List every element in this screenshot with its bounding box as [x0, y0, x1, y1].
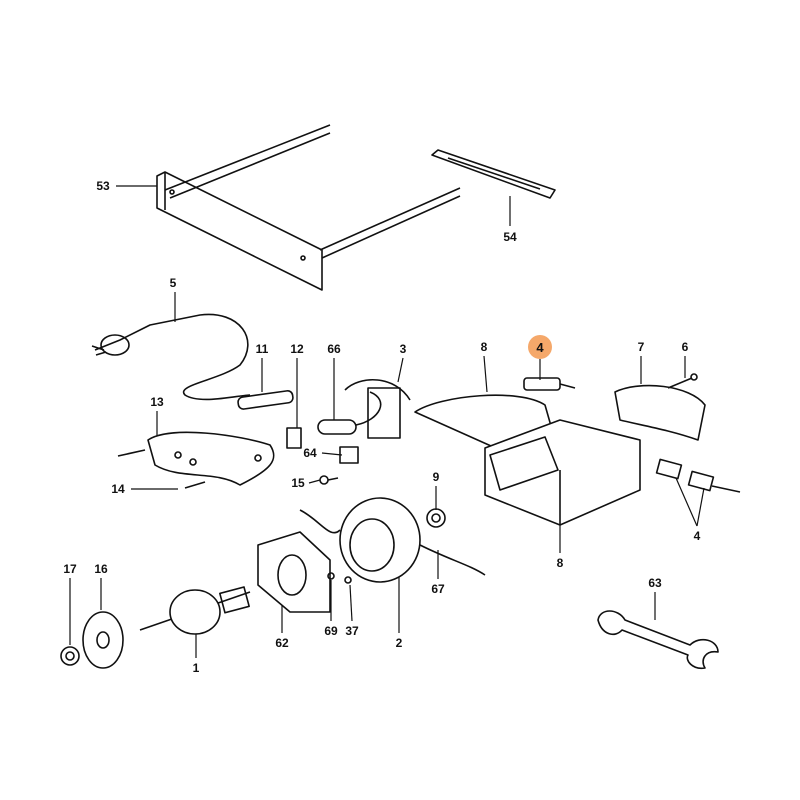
label-63[interactable]: 63: [648, 576, 662, 590]
part-1-armature: [139, 586, 251, 635]
part-54-guide: [431, 149, 556, 199]
label-1[interactable]: 1: [192, 661, 200, 675]
part-2-stator: [299, 497, 486, 583]
label-14[interactable]: 14: [111, 482, 125, 496]
part-13-housing-half: [117, 431, 275, 489]
label-54[interactable]: 54: [503, 230, 517, 244]
label-6[interactable]: 6: [681, 340, 689, 354]
part-62-fan-baffle: [257, 531, 331, 613]
part-53-fence: [156, 124, 461, 291]
label-11[interactable]: 11: [255, 342, 269, 356]
label-66[interactable]: 66: [327, 342, 341, 356]
label-5[interactable]: 5: [169, 276, 177, 290]
part-17-bearing: [60, 646, 80, 666]
label-17[interactable]: 17: [63, 562, 77, 576]
label-4-highlighted[interactable]: 4: [528, 335, 552, 359]
part-63-wrench: [597, 610, 719, 670]
part-4-carbon-brush: [523, 377, 576, 391]
part-5-cord: [91, 313, 251, 401]
label-4-bottom[interactable]: 4: [693, 529, 701, 543]
leader-lines: [69, 185, 705, 658]
label-9[interactable]: 9: [432, 470, 440, 484]
label-64[interactable]: 64: [303, 446, 317, 460]
label-62[interactable]: 62: [275, 636, 289, 650]
label-53[interactable]: 53: [96, 179, 110, 193]
label-37[interactable]: 37: [345, 624, 359, 638]
label-8-bottom[interactable]: 8: [556, 556, 564, 570]
label-2[interactable]: 2: [395, 636, 403, 650]
part-3-switch: [344, 379, 411, 439]
part-8-motor-housing: [414, 394, 641, 526]
label-13[interactable]: 13: [150, 395, 164, 409]
part-66-capacitor: [317, 391, 382, 435]
part-69-37-washers: [327, 572, 352, 584]
part-6-screw: [667, 373, 698, 389]
label-69[interactable]: 69: [324, 624, 338, 638]
label-7[interactable]: 7: [637, 340, 645, 354]
label-12[interactable]: 12: [290, 342, 304, 356]
part-16-fan: [82, 611, 124, 669]
part-11-12-cable-guard: [237, 390, 302, 449]
part-7-cover: [614, 384, 706, 441]
label-3[interactable]: 3: [399, 342, 407, 356]
part-4-brush-pair: [655, 458, 741, 493]
label-16[interactable]: 16: [94, 562, 108, 576]
label-8-top[interactable]: 8: [480, 340, 488, 354]
part-64-clamp: [339, 446, 359, 464]
part-9-bearing: [426, 508, 446, 528]
label-67[interactable]: 67: [431, 582, 445, 596]
label-15[interactable]: 15: [291, 476, 305, 490]
part-15-screw: [319, 475, 339, 485]
